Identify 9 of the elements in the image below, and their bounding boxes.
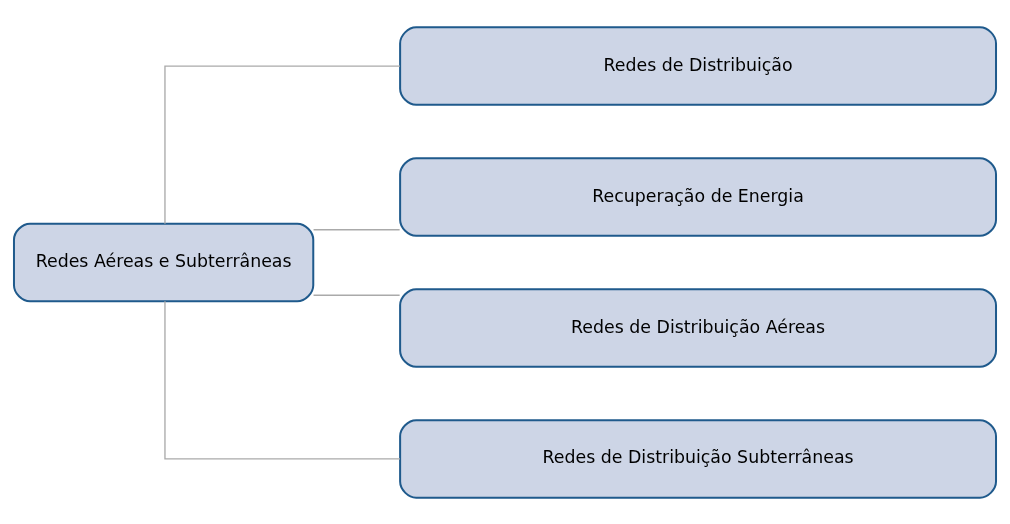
node-box: Redes de Distribuição: [399, 25, 997, 106]
connector: [164, 64, 401, 224]
node-box: Recuperação de Energia: [399, 156, 997, 237]
connector: [164, 300, 401, 460]
node-box: Redes de Distribuição Subterrâneas: [399, 418, 997, 499]
connector: [312, 228, 401, 230]
connector: [312, 294, 401, 296]
node-box: Redes Aéreas e Subterrâneas: [13, 222, 315, 302]
node-box: Redes de Distribuição Aéreas: [399, 287, 997, 368]
